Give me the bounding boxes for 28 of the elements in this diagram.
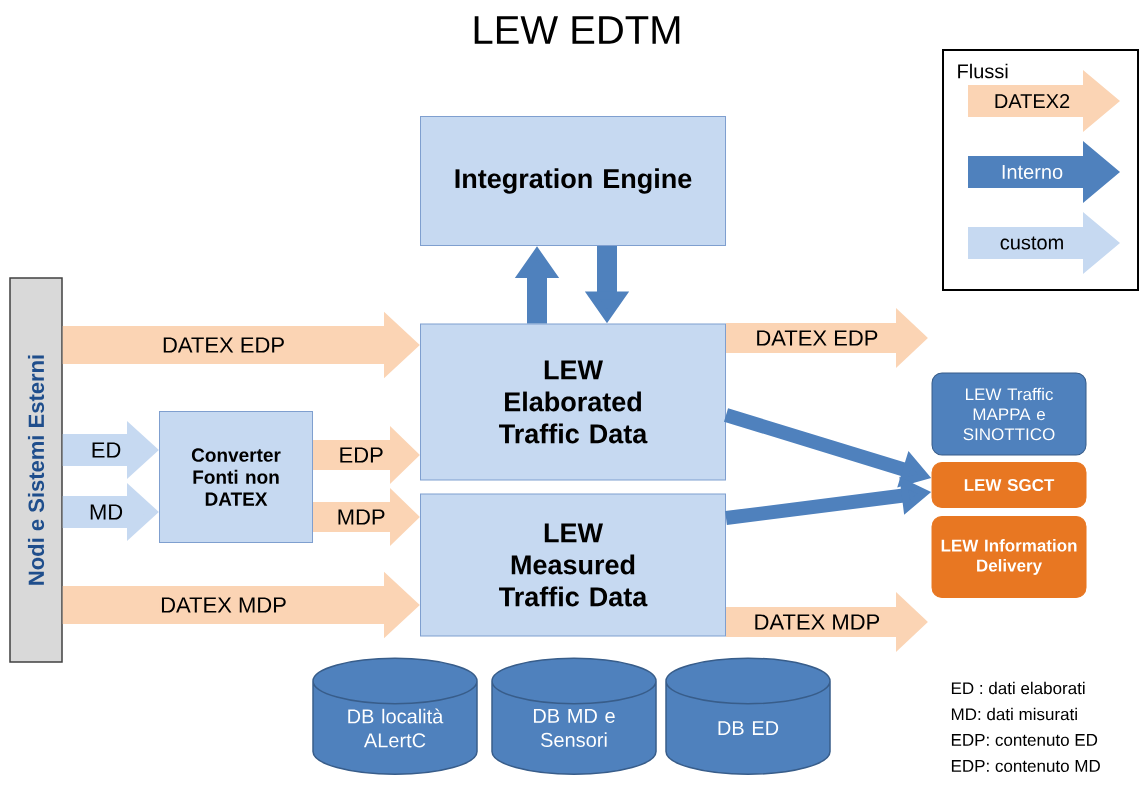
edge-label: MD (87, 503, 125, 521)
note: EDP: contenuto MD (951, 760, 1100, 772)
edge-label: DATEX EDP (161, 336, 287, 354)
output-box: LEW Traffic MAPPA e SINOTTICO (931, 372, 1087, 456)
process-box: LEW Measured Traffic Data (420, 493, 726, 637)
edge-label: DATEX EDP (754, 329, 880, 347)
title: LEW EDTM (474, 16, 680, 44)
edge-label: EDP (337, 446, 385, 464)
note: MD: dati misurati (951, 707, 1077, 721)
legend-text: DATEX2 (995, 94, 1070, 108)
output-box: LEW SGCT (931, 462, 1087, 508)
output-box: LEW Information Delivery (931, 516, 1087, 598)
edge-label: DATEX MDP (159, 596, 288, 614)
note: ED : dati elaborati (951, 681, 1085, 695)
edge-label: DATEX MDP (752, 613, 882, 631)
note: EDP: contenuto ED (951, 734, 1098, 746)
legend-heading: Flussi (958, 63, 1008, 79)
edge-label: MDP (335, 508, 387, 526)
edge-label: ED (89, 441, 123, 459)
legend-text: custom (1000, 236, 1063, 250)
legend-text: Interno (1002, 165, 1063, 179)
process-box: LEW Elaborated Traffic Data (420, 323, 726, 481)
database-cylinder: DB località ALertC (312, 657, 478, 775)
process-box: Converter Fonti non DATEX (159, 411, 313, 543)
database-cylinder: DB MD e Sensori (491, 657, 657, 775)
process-box: Integration Engine (420, 116, 726, 246)
system-bar: Nodi e Sistemi Esterni (9, 277, 63, 663)
database-cylinder: DB ED (665, 657, 831, 775)
